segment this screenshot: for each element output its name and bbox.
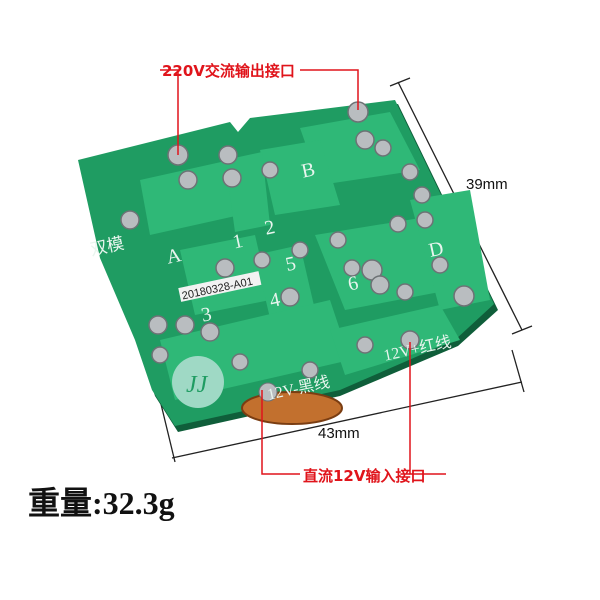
pad-label-5: 5	[284, 252, 298, 276]
height-dimension: 39mm	[466, 176, 508, 193]
logo-circle	[172, 356, 224, 408]
pad-label-d: D	[427, 237, 446, 262]
dc-input-callout: 直流12V输入接口	[303, 467, 426, 485]
logo-text: JJ	[186, 372, 209, 398]
pad-label-3: 3	[199, 303, 213, 327]
pad-label-b: B	[300, 158, 318, 182]
pad-label-2: 2	[263, 216, 277, 240]
inductor-coil	[241, 382, 343, 425]
width-dimension-line	[171, 381, 523, 459]
pad-label-1: 1	[231, 230, 245, 254]
pad-label-4: 4	[268, 289, 282, 313]
weight-label: 重量:32.3g	[28, 485, 175, 521]
callout-lines	[160, 69, 446, 475]
pad-label-6: 6	[346, 272, 360, 296]
width-dimension: 43mm	[318, 425, 360, 442]
pad-label-a: A	[164, 244, 183, 269]
ac-output-callout: 220V交流输出接口	[162, 62, 295, 80]
